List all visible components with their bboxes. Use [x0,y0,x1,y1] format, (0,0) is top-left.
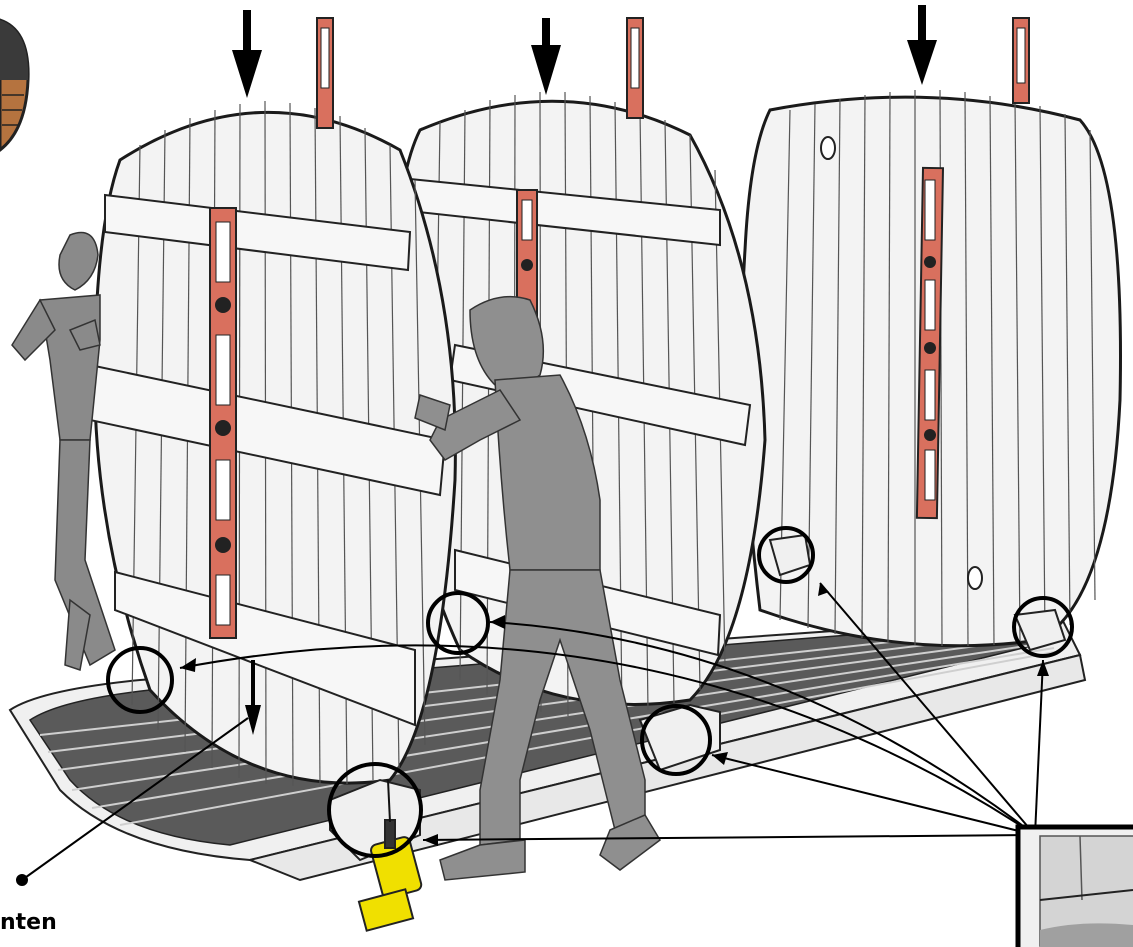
barrel-sauna-thumbnail [0,18,30,152]
pointer-arrowheads [180,583,1049,846]
worker-right [414,295,661,881]
spirit-level-icon [516,189,538,321]
spirit-level-icon [209,207,237,639]
spirit-level-icon [316,17,1030,129]
panel-left [89,100,457,787]
callout-circles [106,526,1074,858]
caption-bottom-left: nten [0,910,57,935]
spirit-level-icon [915,166,945,520]
worker-left [11,231,116,671]
drill-icon [357,779,423,932]
down-arrow-icon [232,5,937,735]
detail-inset [1015,824,1133,947]
